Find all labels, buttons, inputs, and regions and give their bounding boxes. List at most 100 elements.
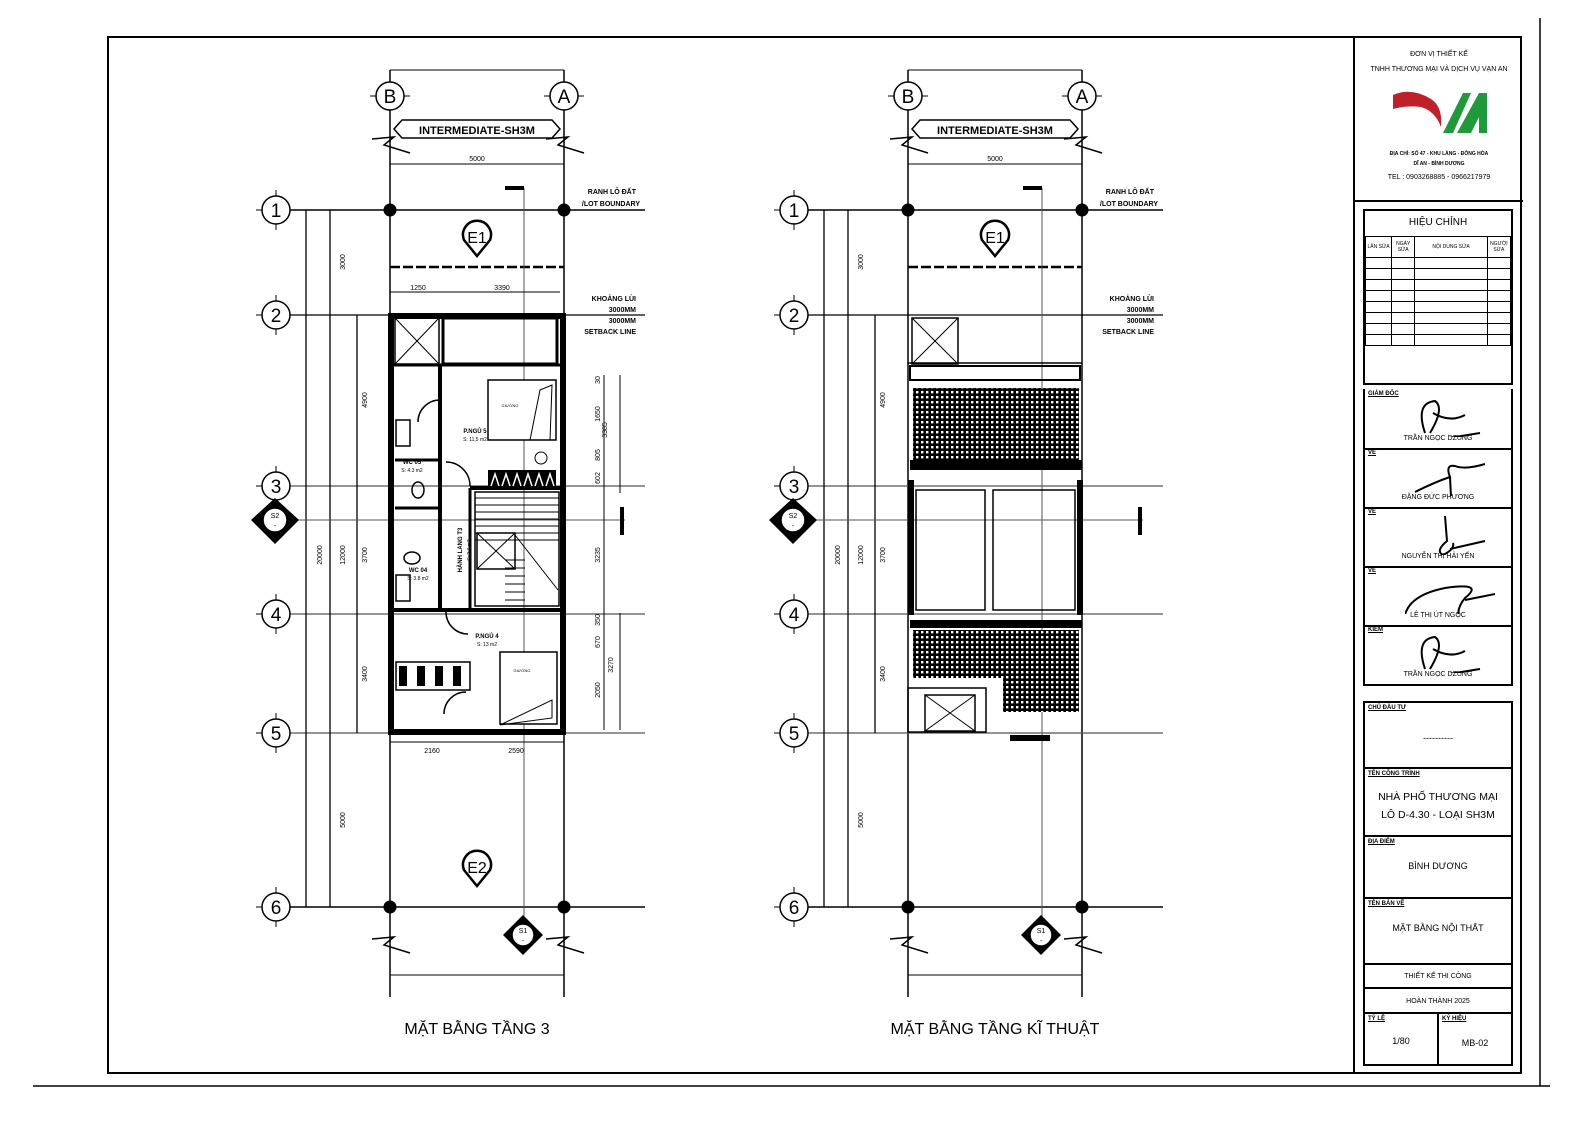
- elevation-marker: [461, 219, 493, 258]
- revision-cell: [1486, 323, 1512, 335]
- title-block: ĐƠN VỊ THIẾT KẾ TNHH THƯƠNG MẠI VÀ DỊCH …: [1353, 37, 1523, 1073]
- dimension-text: 2050: [595, 682, 602, 698]
- dimension-text: 5000: [469, 156, 485, 163]
- grid-label-1: 1: [789, 201, 800, 222]
- roof-tile-area: [913, 630, 1079, 712]
- wardrobe: [395, 661, 471, 691]
- revision-cell: [1414, 290, 1488, 302]
- company-logo: [1391, 87, 1491, 137]
- signature-role: VẼ: [1368, 509, 1377, 515]
- door-swing: [445, 611, 469, 635]
- revision-cell: [1391, 334, 1416, 346]
- dimension-text: 3000: [858, 254, 865, 270]
- drawing-name-box: TÊN BẢN VẼ MẶT BẰNG NỘI THẤT: [1363, 897, 1513, 965]
- phase-value: THIẾT KẾ THI CÔNG: [1404, 973, 1472, 980]
- column-dot: [901, 900, 915, 914]
- company-address-2: DĨ AN - BÌNH DƯƠNG: [1413, 161, 1465, 167]
- dimension-text: 20000: [835, 545, 842, 565]
- drawing-name-value: MẶT BẰNG NỘI THẤT: [1392, 923, 1484, 933]
- void-box: [911, 317, 959, 365]
- beam: [1010, 735, 1050, 741]
- sink: [395, 574, 411, 602]
- zone-tag: [392, 119, 562, 139]
- door-swing: [443, 691, 467, 715]
- room-area: S: 3.6 m2: [467, 539, 473, 561]
- dimension-text: 3400: [362, 666, 369, 682]
- wardrobe-hanger: [523, 471, 533, 487]
- staircase: [474, 491, 560, 607]
- stair-opening: [907, 687, 987, 733]
- room-area: S: 4.3 m2: [401, 468, 423, 474]
- signature-box: KIỂM TRẦN NGỌC DZUNG: [1363, 625, 1513, 686]
- setback-label: 3000MM: [609, 307, 636, 314]
- section-label: -: [274, 523, 277, 530]
- grid-label-2: 2: [271, 306, 282, 327]
- elevation-label: E1: [985, 230, 1005, 247]
- beam: [909, 365, 1081, 381]
- break-symbol: [889, 136, 929, 154]
- grid-label-B: B: [902, 87, 915, 108]
- revision-cell: [1391, 301, 1416, 313]
- dimension-text: 805: [595, 449, 602, 461]
- dimension-text: 1650: [595, 406, 602, 422]
- section-label: S2: [789, 513, 798, 520]
- section-label: -: [1040, 938, 1043, 945]
- project-box: TÊN CÔNG TRÌNH NHÀ PHỐ THƯƠNG MẠI LÔ D-4…: [1363, 767, 1513, 837]
- scale-box: TỶ LỆ 1/80: [1363, 1012, 1439, 1066]
- wardrobe-hanger: [534, 471, 544, 487]
- wall: [910, 620, 1082, 628]
- revision-cell: [1414, 257, 1488, 269]
- grid-label-3: 3: [271, 477, 282, 498]
- column-dot: [1075, 203, 1089, 217]
- signature-image: [1405, 585, 1495, 614]
- grid-label-5: 5: [271, 724, 282, 745]
- company-name: TNHH THƯƠNG MẠI VÀ DỊCH VỤ VẠN AN: [1370, 66, 1508, 73]
- wardrobe-hanger: [512, 471, 522, 487]
- code-box: KÝ HIỆU MB-02: [1437, 1012, 1513, 1066]
- revision-cell: [1414, 301, 1488, 313]
- code-value: MB-02: [1461, 1038, 1489, 1048]
- revision-cell: [1364, 268, 1393, 280]
- revision-title: HIỆU CHỈNH: [1408, 217, 1468, 228]
- void-box: [476, 532, 516, 570]
- revision-cell: [1414, 334, 1488, 346]
- column-dot: [1075, 900, 1089, 914]
- drawing-name-label: TÊN BẢN VẼ: [1368, 901, 1405, 907]
- project-name-line1: NHÀ PHỐ THƯƠNG MẠI: [1378, 791, 1498, 803]
- section-tick: [505, 186, 524, 190]
- bed-cover: [529, 384, 553, 441]
- section-marker-S1-circle: [511, 923, 535, 947]
- location-value: BÌNH DƯƠNG: [1408, 861, 1468, 871]
- section-label: S1: [519, 928, 528, 935]
- signer-name: TRẦN NGỌC DZUNG: [1403, 435, 1473, 442]
- dimension-text: 12000: [340, 545, 347, 565]
- section-tick: [620, 507, 624, 535]
- grid-label-4: 4: [271, 605, 282, 626]
- dimension-text: 5000: [340, 812, 347, 828]
- bed-label: GIƯỜNG: [513, 668, 530, 673]
- room-area: S: 3.8 m2: [407, 576, 429, 582]
- zone-tag-label: INTERMEDIATE-SH3M: [937, 125, 1053, 137]
- revision-header: NGƯỜI SỬA: [1486, 236, 1512, 258]
- bed-cover: [499, 699, 553, 726]
- lot-boundary-label: /LOT BOUNDARY: [582, 201, 640, 208]
- zone-tag: [910, 119, 1080, 139]
- location-label: ĐỊA ĐIỂM: [1368, 839, 1395, 845]
- panel: [992, 489, 1076, 611]
- break-symbol: [371, 136, 411, 154]
- dimension-text: 3000: [340, 254, 347, 270]
- signature-role: VẼ: [1368, 568, 1377, 574]
- room-name: WC 05: [403, 460, 422, 466]
- section-label: -: [792, 523, 795, 530]
- roof-tile-area: [913, 388, 1079, 460]
- revision-cell: [1391, 290, 1416, 302]
- owner-box: CHỦ ĐẦU TƯ ----------: [1363, 701, 1513, 769]
- dimension-text: 350: [595, 614, 602, 626]
- elevation-label: E1: [467, 230, 487, 247]
- grid-label-2: 2: [789, 306, 800, 327]
- break-symbol: [545, 136, 585, 154]
- dimension-text: 5000: [987, 156, 1003, 163]
- section-marker-S2-circle: [780, 507, 806, 533]
- location-box: ĐỊA ĐIỂM BÌNH DƯƠNG: [1363, 835, 1513, 899]
